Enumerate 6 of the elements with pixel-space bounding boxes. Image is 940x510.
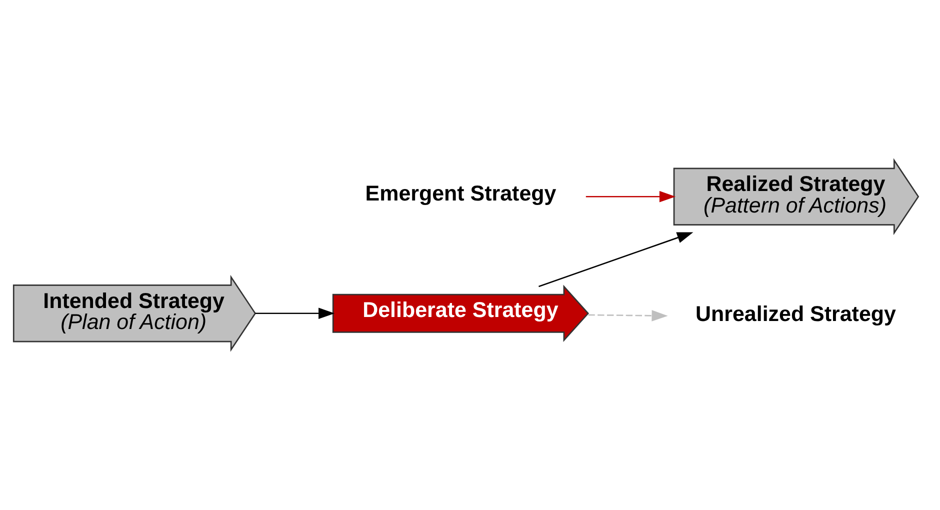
node-text: Emergent Strategy [365, 181, 556, 206]
arrow [538, 232, 694, 288]
arrow [255, 308, 335, 320]
arrow [588, 310, 668, 322]
node-text: Unrealized Strategy [696, 302, 896, 326]
arrow [586, 190, 676, 202]
